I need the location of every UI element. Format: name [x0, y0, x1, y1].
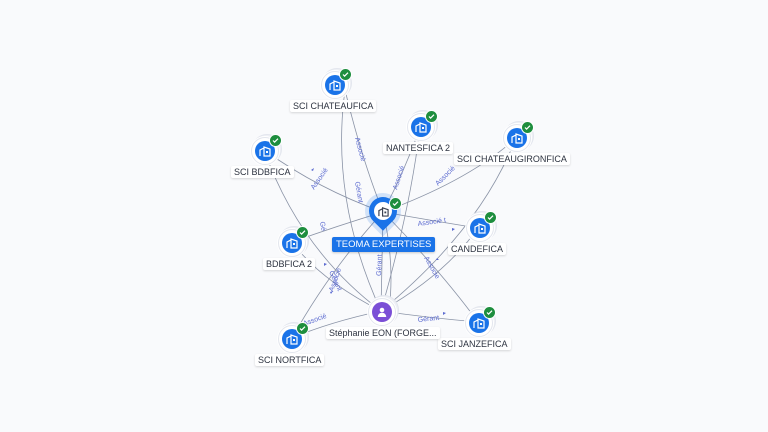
edge-label: Gérant: [353, 181, 364, 203]
edge-arrow: [443, 312, 446, 315]
verified-check-icon: [484, 211, 497, 224]
edge-arrow: [311, 168, 314, 171]
verified-check-icon: [389, 197, 402, 210]
company-label: NANTESFICA 2: [383, 142, 454, 154]
node-halo: [466, 211, 497, 242]
verified-check-icon: [296, 322, 309, 335]
edge-arrow: [436, 258, 439, 260]
company-label: SCI JANZEFICA: [438, 338, 511, 350]
building-icon: [411, 117, 431, 137]
edge-center-janzefica: [382, 211, 479, 323]
verified-check-icon: [483, 306, 496, 319]
person-label: Stéphanie EON (FORGE...: [326, 327, 440, 339]
node-halo: [503, 121, 534, 152]
node-halo: [465, 306, 496, 337]
edge-label: Gérant: [417, 315, 439, 324]
node-halo: [251, 134, 282, 165]
verified-check-icon: [296, 226, 309, 239]
verified-check-icon: [425, 110, 438, 123]
building-icon: [282, 233, 302, 253]
center-company-label: TEOMA EXPERTISES: [332, 237, 436, 252]
building-icon: [325, 75, 345, 95]
verified-check-icon: [521, 121, 534, 134]
company-label: SCI CHATEAUGIRONFICA: [454, 153, 570, 165]
edge-center-chateaugironfica: [382, 137, 517, 213]
building-icon: [469, 313, 489, 333]
edge-arrow: [324, 263, 327, 266]
edge-person-chateaufica: [341, 89, 382, 312]
person-icon: [372, 302, 392, 322]
node-halo: [407, 110, 438, 141]
edge-label: Gérant: [376, 254, 384, 276]
building-icon: [507, 128, 527, 148]
edge-label: Associé: [392, 165, 406, 191]
building-icon: [282, 329, 302, 349]
edge-label: Gé: [318, 221, 327, 232]
company-label: SCI CHATEAUFICA: [290, 100, 377, 112]
node-halo: [368, 298, 396, 326]
node-halo: [278, 322, 309, 353]
verified-check-icon: [339, 68, 352, 81]
node-halo: [278, 226, 309, 257]
location-pin: [363, 191, 403, 231]
building-icon: [255, 141, 275, 161]
edge-label: Associé: [434, 165, 456, 187]
edge-label: Associé t: [417, 217, 446, 228]
edge-arrow: [330, 291, 333, 294]
edge-arrow: [452, 228, 455, 231]
building-icon: [470, 218, 490, 238]
verified-check-icon: [269, 134, 282, 147]
company-label: BDBFICA 2: [263, 258, 316, 270]
node-halo: [321, 68, 352, 99]
company-label: CANDEFICA: [448, 243, 507, 255]
building-icon: [374, 202, 392, 220]
company-label: SCI BDBFICA: [231, 166, 294, 178]
company-label: SCI NORTFICA: [255, 354, 325, 366]
edge-label: Associé: [353, 137, 366, 163]
